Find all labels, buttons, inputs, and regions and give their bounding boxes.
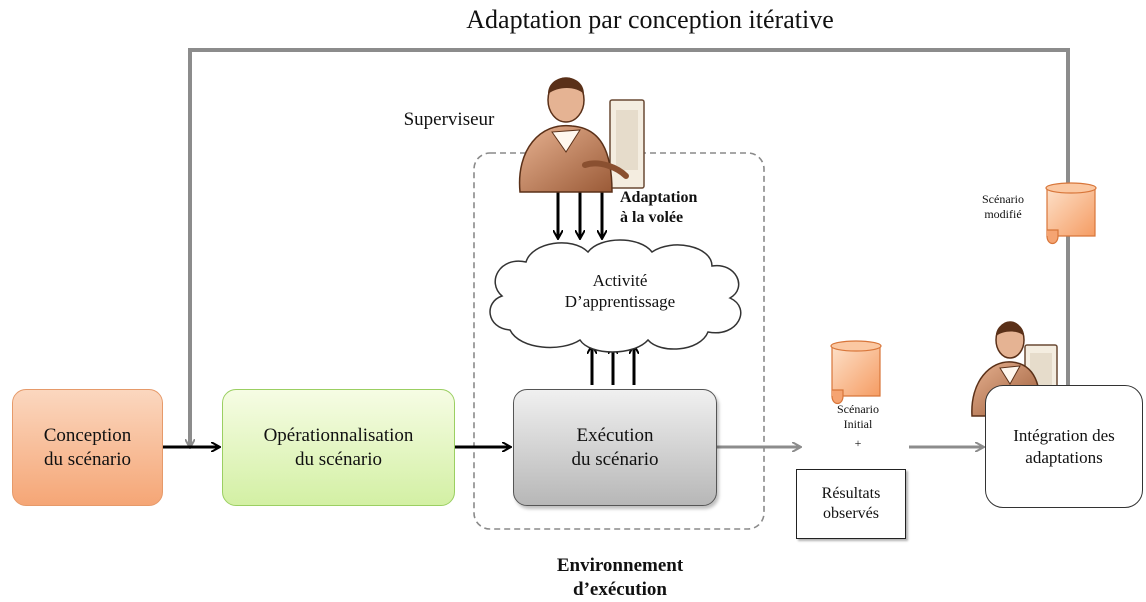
operationnalisation-line-1: Opérationnalisation xyxy=(263,424,414,446)
scroll-icon xyxy=(830,340,882,405)
execution-environment-region xyxy=(473,152,765,530)
execution-line-2: du scénario xyxy=(571,448,659,470)
scroll-icon xyxy=(1045,182,1097,245)
environnement-label: Environnement d’exécution xyxy=(556,555,684,600)
operationnalisation-line-2: du scénario xyxy=(294,448,383,470)
conception-line-1: Conception xyxy=(43,424,132,446)
supervisor-computer-icon xyxy=(518,77,645,193)
scenario-initial-label: Scénario Initial + xyxy=(837,402,879,450)
resultats-node: Résultats observés xyxy=(796,469,906,539)
integration-line-1: Intégration des xyxy=(1013,426,1115,446)
diagram-title: Adaptation par conception itérative xyxy=(466,5,834,34)
superviseur-label: Superviseur xyxy=(403,109,495,130)
conception-line-2: du scénario xyxy=(43,448,132,470)
execution-line-1: Exécution xyxy=(576,424,654,446)
adaptation-down-arrows xyxy=(558,192,602,238)
scenario-modifie-label: Scénario modifié xyxy=(982,192,1024,221)
adaptation-volee-label: Adaptation à la volée xyxy=(620,189,698,226)
resultats-line-1: Résultats xyxy=(821,485,881,502)
activite-label: Activité D’apprentissage xyxy=(564,271,676,312)
integration-line-2: adaptations xyxy=(1025,447,1103,467)
resultats-line-2: observés xyxy=(823,505,879,522)
activite-cloud xyxy=(489,239,742,353)
